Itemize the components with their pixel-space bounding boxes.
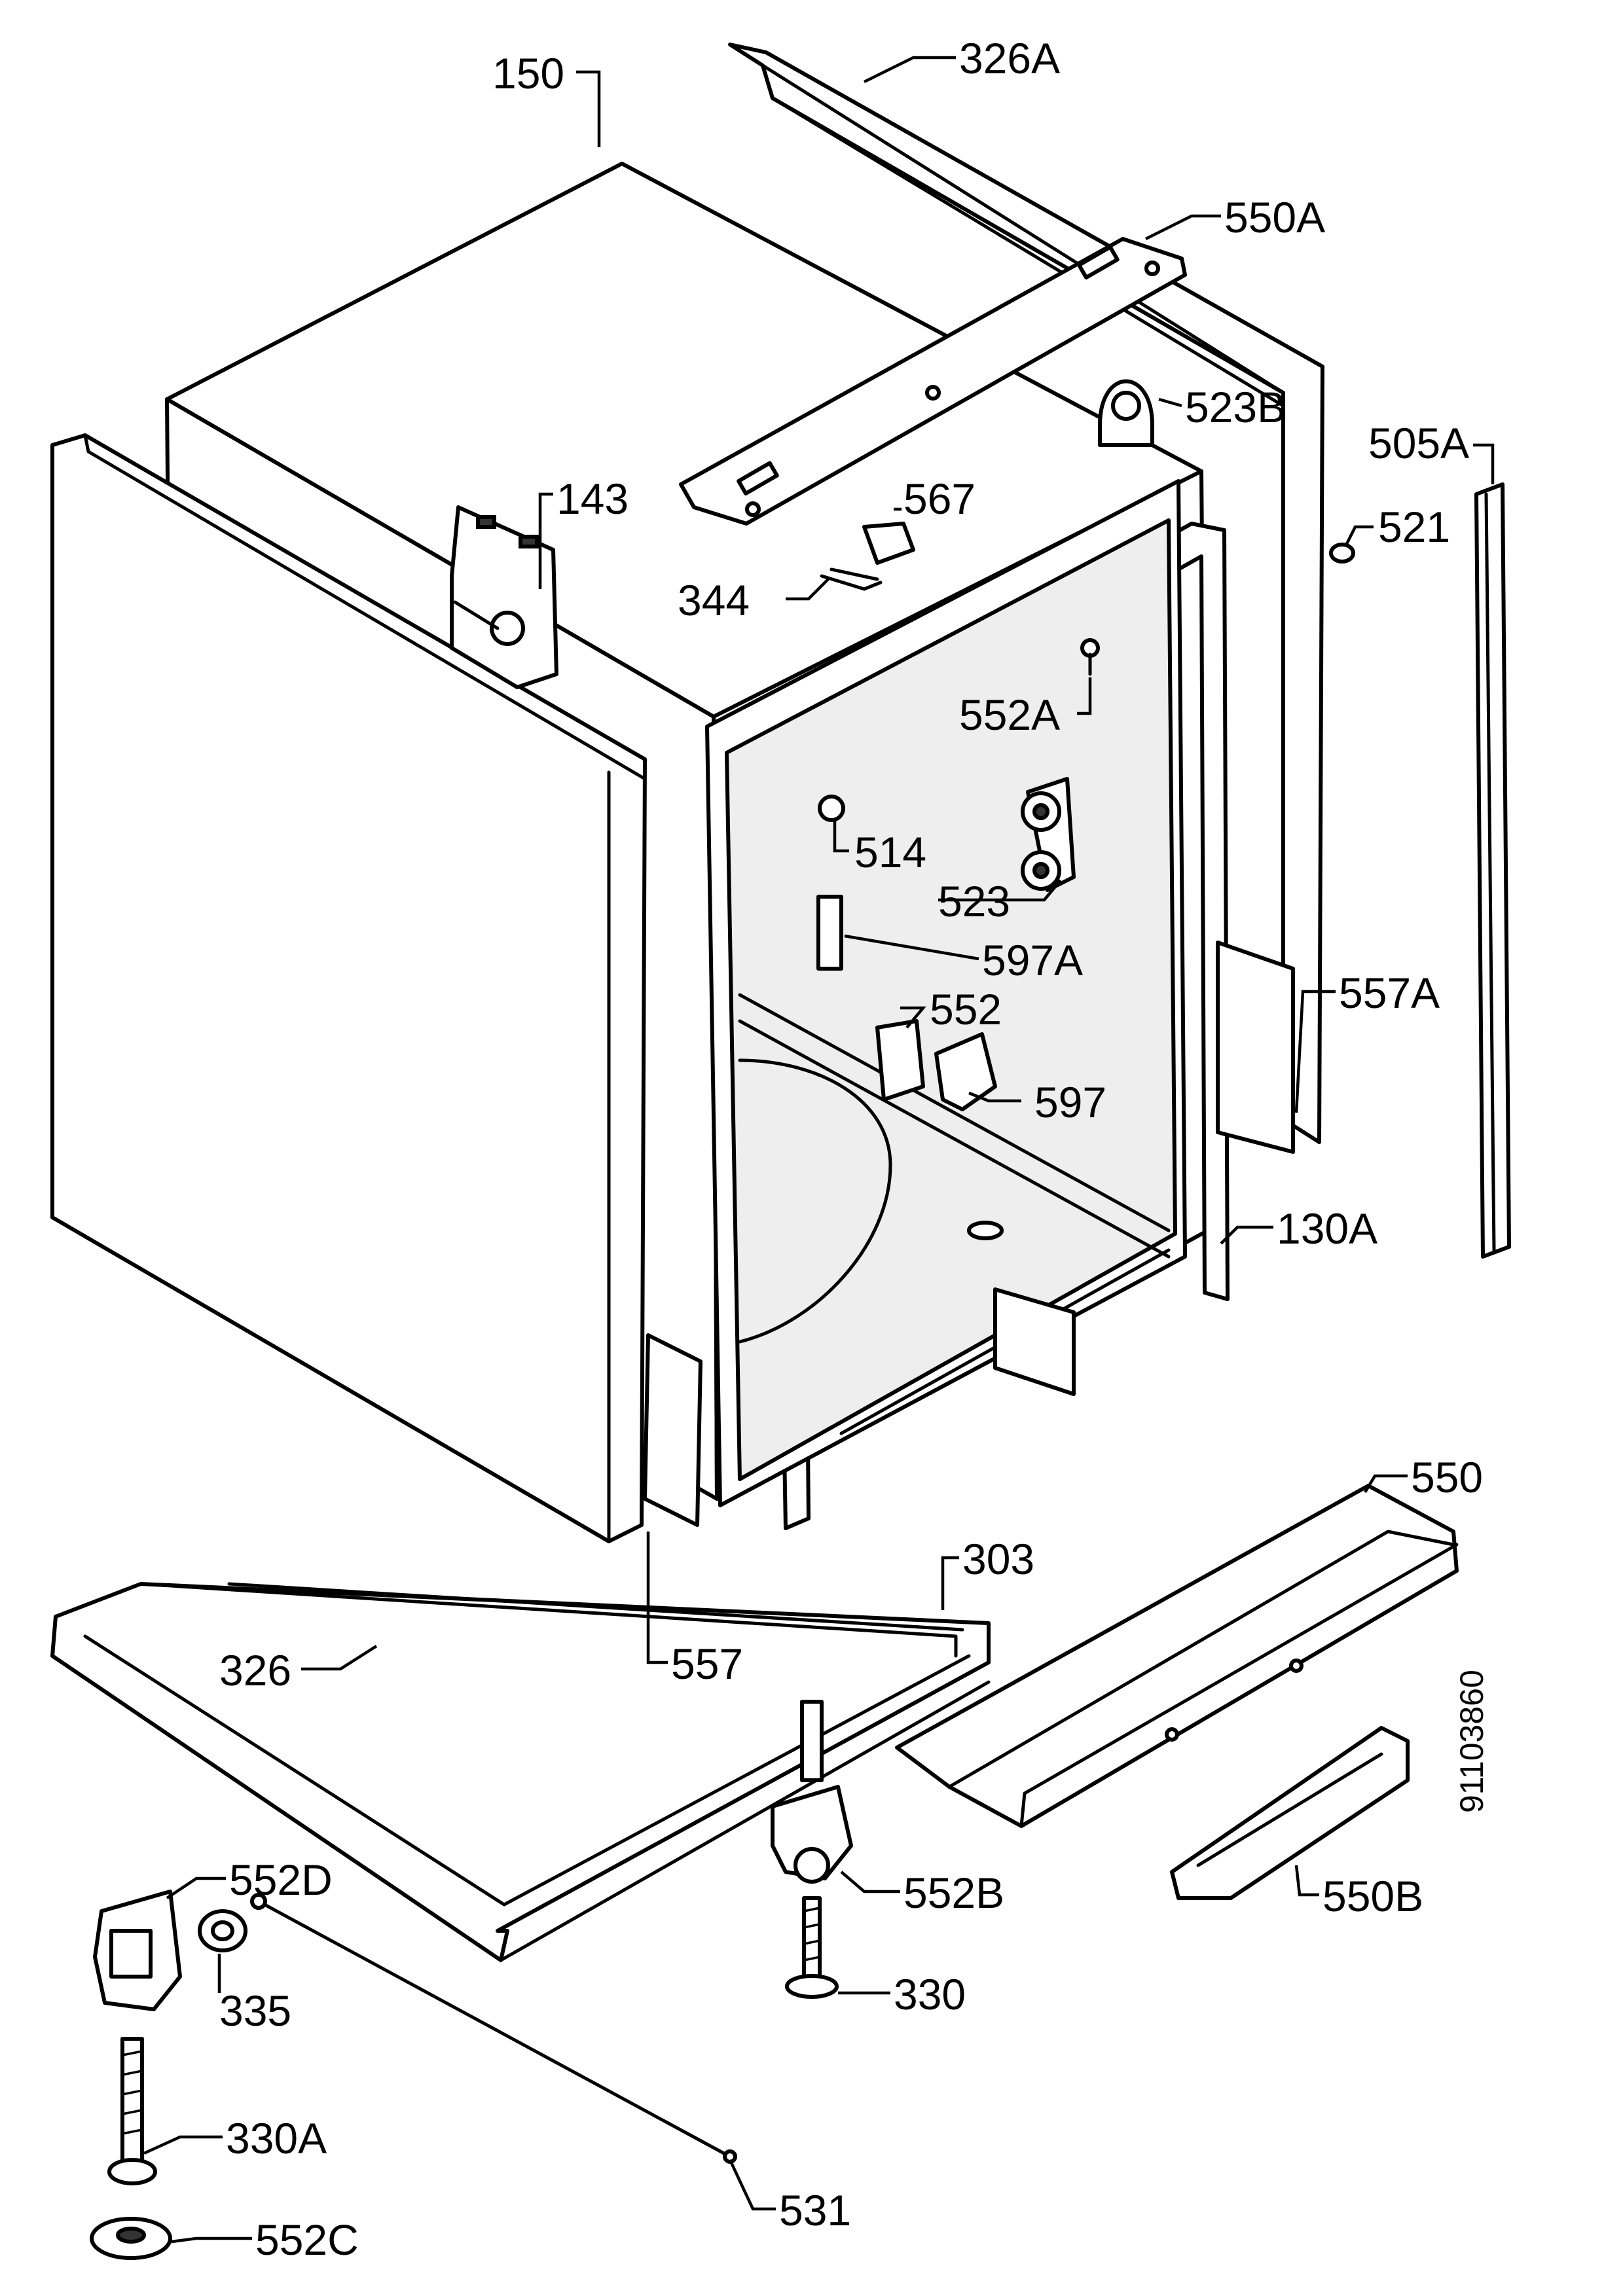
label-550a: 550A	[1224, 193, 1325, 242]
label-552a: 552A	[959, 691, 1060, 739]
label-505a: 505A	[1368, 419, 1469, 467]
label-597a: 597A	[982, 936, 1083, 984]
part-550b-bracket	[1170, 1726, 1410, 1900]
label-552: 552	[930, 985, 1002, 1033]
label-557a: 557A	[1339, 969, 1440, 1017]
label-523: 523	[938, 877, 1010, 925]
label-550: 550	[1411, 1453, 1483, 1501]
part-330-screw	[785, 1896, 839, 1999]
label-330a: 330A	[226, 2114, 327, 2162]
part-552d-foot	[93, 1890, 182, 2011]
label-326a: 326A	[959, 34, 1060, 82]
part-143-hinge	[450, 505, 558, 689]
part-531-rod	[250, 1893, 737, 2164]
label-531: 531	[779, 2186, 851, 2234]
part-550a-top-bracket	[679, 237, 1187, 526]
part-505a-side-strip	[1474, 482, 1511, 1259]
part-552c-cap	[90, 2217, 172, 2260]
label-303: 303	[962, 1535, 1034, 1583]
label-557: 557	[671, 1640, 743, 1688]
label-143: 143	[556, 475, 629, 523]
callout-labels: 150 326A 550A 523B 505A 521 143 567 344 …	[219, 34, 1490, 2264]
leader-lines	[143, 56, 1495, 2244]
part-521-plug	[1329, 543, 1355, 564]
label-521: 521	[1378, 503, 1450, 551]
label-150: 150	[492, 49, 564, 98]
label-130a: 130A	[1277, 1204, 1377, 1253]
label-552d: 552D	[229, 1856, 333, 1904]
part-557a-pad	[1216, 941, 1295, 1154]
label-597: 597	[1034, 1078, 1106, 1126]
label-330: 330	[894, 1970, 966, 2018]
part-326-front-door-panel	[50, 433, 647, 1543]
drawing-number: 91103860	[1453, 1670, 1490, 1813]
part-552a-screw	[1080, 638, 1100, 676]
label-514: 514	[854, 828, 926, 876]
part-335-nut	[198, 1909, 247, 1952]
part-344-spring	[820, 567, 883, 591]
part-523-rollers	[1021, 777, 1076, 892]
part-552b-levelling-foot	[771, 1700, 853, 1884]
part-567-clip	[862, 522, 915, 565]
part-330a-screw	[107, 2037, 157, 2185]
part-inner-tub-frame	[705, 479, 1187, 1507]
part-303-base-frame	[50, 1582, 991, 1962]
part-523b-roller	[1098, 379, 1154, 447]
label-550b: 550B	[1322, 1872, 1423, 1920]
label-552c: 552C	[255, 2215, 359, 2264]
label-344: 344	[678, 576, 750, 624]
label-523b: 523B	[1185, 383, 1286, 431]
label-552b: 552B	[903, 1869, 1004, 1917]
label-335: 335	[219, 1986, 291, 2035]
part-557-pad	[643, 1333, 702, 1527]
part-514-plug	[818, 795, 845, 822]
label-567: 567	[903, 475, 976, 523]
label-326: 326	[219, 1646, 291, 1695]
part-597a-guide	[816, 895, 843, 971]
part-552-rail	[875, 1019, 925, 1102]
